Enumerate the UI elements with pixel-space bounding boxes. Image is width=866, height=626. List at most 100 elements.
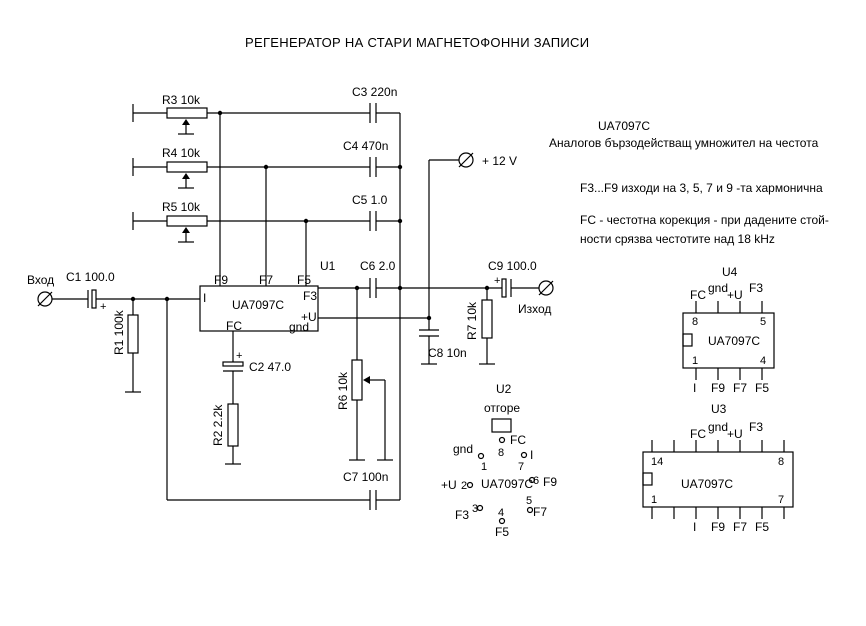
u2-pin-circles	[466, 436, 536, 525]
u2-key-tab	[491, 418, 512, 433]
u2-pin-f5: F5	[495, 525, 509, 539]
r1-label: R1 100k	[112, 309, 126, 355]
u3-pin-7: 7	[778, 494, 784, 506]
u1-body	[199, 285, 319, 332]
u2-pin-gnd: gnd	[453, 442, 473, 456]
r3-label: R3 10k	[162, 93, 201, 107]
c5-label: C5 1.0	[352, 193, 388, 207]
r6-label: R6 10k	[336, 371, 350, 410]
c8-label: C8 10n	[428, 346, 467, 360]
note-fc-line-2: ности срязва честотите над 18 kHz	[580, 232, 775, 246]
u4-name: UA7097C	[708, 334, 760, 348]
u2-pin-plus-u: +U	[441, 478, 457, 492]
c9-plus-sign: +	[494, 275, 500, 287]
u4-pin-1: 1	[692, 355, 698, 367]
c8-capacitor	[419, 329, 439, 337]
u1-pin-f3: F3	[303, 289, 317, 303]
u3-notch	[642, 472, 653, 486]
u1-pin-gnd: gnd	[289, 320, 309, 334]
input-label: Вход	[27, 273, 54, 287]
supply-label: + 12 V	[482, 154, 517, 168]
c6-capacitor	[369, 278, 377, 298]
u2-name: UA7097C	[481, 477, 533, 491]
u3-ref: U3	[711, 402, 727, 416]
c4-capacitor	[369, 157, 377, 177]
u4-pin-8: 8	[692, 316, 698, 328]
u4-pin-fc: FC	[690, 288, 706, 302]
u1-pin-plus-u: +U	[301, 310, 317, 324]
u3-pin-gnd: gnd	[708, 420, 728, 434]
u2-view-label: отгоре	[484, 401, 520, 415]
input-terminal	[37, 291, 53, 307]
note-outputs: F3...F9 изходи на 3, 5, 7 и 9 -та хармон…	[580, 181, 823, 195]
u4-bottom-pins	[695, 368, 763, 380]
u4-pin-f3: F3	[749, 281, 763, 295]
note-fc-line-1: FC - честотна корекция - при дадените ст…	[580, 213, 829, 227]
c5-capacitor	[369, 211, 377, 231]
r5-label: R5 10k	[162, 200, 201, 214]
output-terminal	[538, 280, 554, 296]
u4-pin-f7: F7	[733, 381, 747, 395]
r6-wiper	[363, 376, 370, 384]
u3-pin-f9: F9	[711, 520, 725, 534]
u1-pin-f9: F9	[214, 273, 228, 287]
u2-pin-i: I	[530, 448, 533, 462]
u4-pin-gnd: gnd	[708, 281, 728, 295]
u1-ref: U1	[320, 259, 336, 273]
u3-pin-fc: FC	[690, 427, 706, 441]
u3-pin-f5: F5	[755, 520, 769, 534]
u1-pin-fc: FC	[226, 319, 242, 333]
c2-plus-sign: +	[236, 350, 242, 362]
u3-pin-1: 1	[651, 494, 657, 506]
r3-wiper	[182, 119, 190, 125]
u4-notch	[682, 333, 693, 347]
u1-pin-f5: F5	[297, 273, 311, 287]
u4-pin-5: 5	[760, 316, 766, 328]
u4-pin-f5: F5	[755, 381, 769, 395]
u3-pin-f3: F3	[749, 420, 763, 434]
u4-pin-plus-u: +U	[727, 288, 743, 302]
junction-dot	[397, 164, 403, 170]
u4-top-pins	[695, 301, 763, 313]
c7-label: C7 100n	[343, 470, 388, 484]
r6-potentiometer	[351, 359, 363, 401]
r4-wiper	[182, 173, 190, 179]
u3-pin-8: 8	[778, 456, 784, 468]
u3-pin-i: I	[693, 520, 696, 534]
u4-pin-4: 4	[760, 355, 766, 367]
schematic-title: РЕГЕНЕРАТОР НА СТАРИ МАГНЕТОФОННИ ЗАПИСИ	[245, 35, 589, 50]
u4-pin-f9: F9	[711, 381, 725, 395]
c9-label: C9 100.0	[488, 259, 537, 273]
u2-pin-f7: F7	[533, 505, 547, 519]
u2-ref: U2	[496, 382, 512, 396]
c2-capacitor	[222, 361, 244, 372]
junction-dot	[263, 164, 269, 170]
c2-label: C2 47.0	[249, 360, 291, 374]
u3-name: UA7097C	[681, 477, 733, 491]
c1-label: C1 100.0	[66, 270, 115, 284]
u3-pin-plus-u: +U	[727, 427, 743, 441]
r5-wiper	[182, 227, 190, 233]
note-chip-name: UA7097C	[598, 119, 650, 133]
u4-ref: U4	[722, 265, 738, 279]
c6-label: C6 2.0	[360, 259, 396, 273]
r2-resistor	[227, 403, 239, 447]
r7-label: R7 10k	[465, 301, 479, 340]
output-label: Изход	[518, 302, 551, 316]
junction-dot	[217, 110, 223, 116]
u3-pin-f7: F7	[733, 520, 747, 534]
r2-label: R2 2.2k	[211, 404, 225, 446]
u2-pin-7: 7	[518, 461, 524, 473]
u3-pin-14: 14	[651, 456, 663, 468]
c7-capacitor	[369, 490, 377, 510]
u1-name: UA7097C	[232, 298, 284, 312]
c3-capacitor	[369, 103, 377, 123]
u4-pin-i: I	[693, 381, 696, 395]
u2-pin-1: 1	[481, 461, 487, 473]
u2-pin-4: 4	[498, 507, 504, 519]
r3-potentiometer	[166, 107, 208, 119]
r1-resistor	[127, 314, 139, 354]
u1-pin-i: I	[203, 291, 206, 305]
u3-top-pins	[651, 440, 785, 452]
